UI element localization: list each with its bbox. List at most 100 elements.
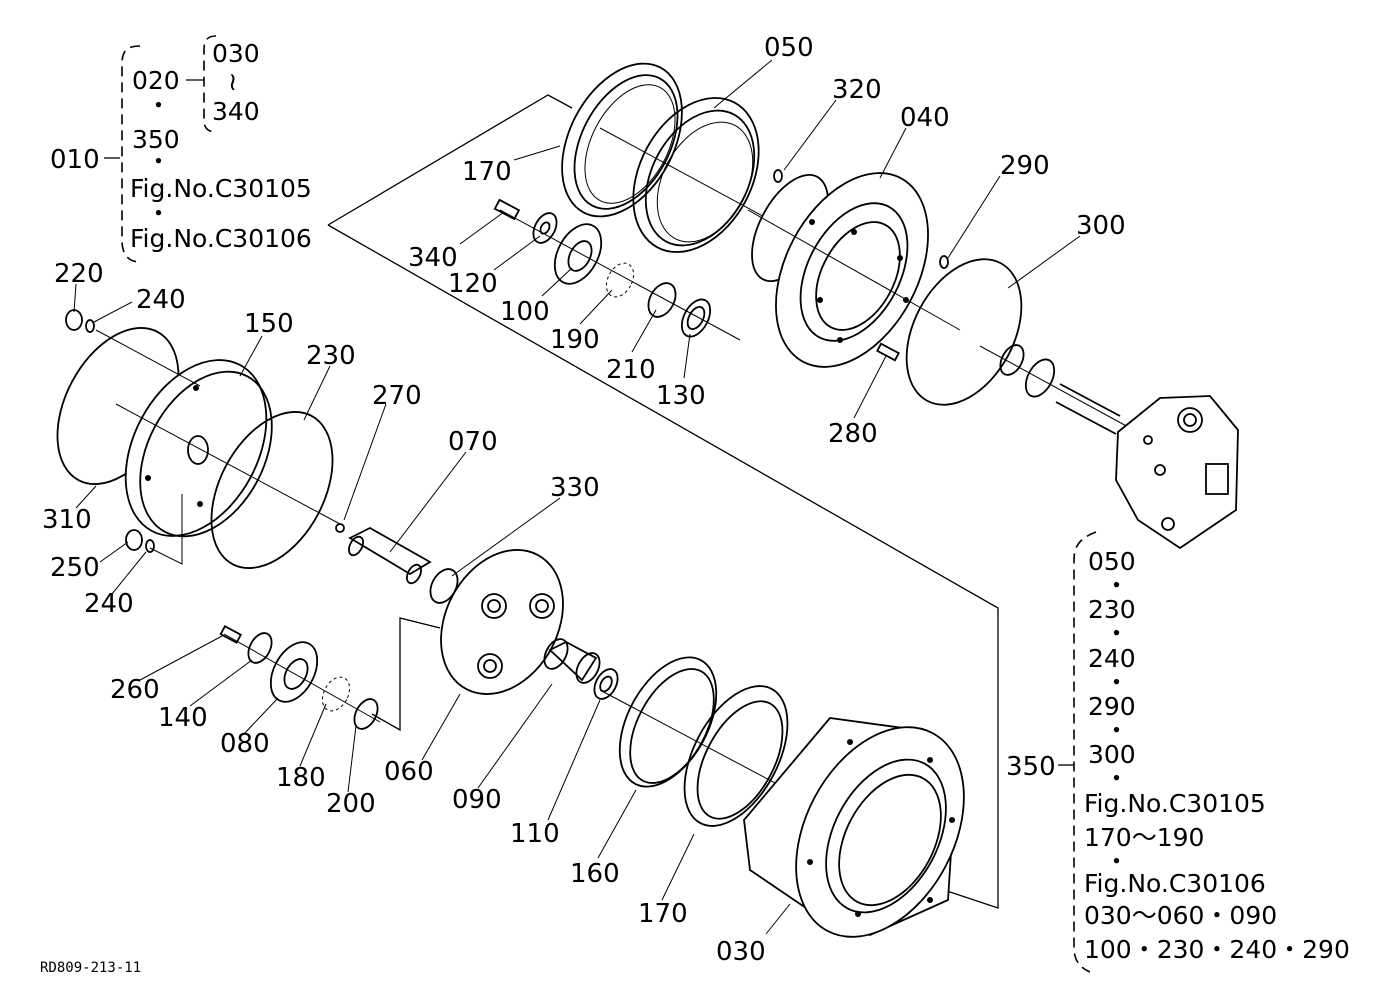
plug-220 [65, 309, 95, 333]
part-label-260: 260 [110, 675, 160, 705]
washer-140 [247, 632, 273, 664]
ring-160 [618, 656, 718, 788]
separator-dot: ・ [1104, 764, 1129, 793]
axis-line [599, 127, 771, 221]
part-label-290: 290 [1000, 151, 1050, 181]
part-label-110: 110 [510, 819, 560, 849]
kit-item: 240 [1088, 644, 1136, 673]
separator-dot: ・ [1104, 716, 1129, 745]
part-label-170-bottom: 170 [638, 899, 688, 929]
part-label-280: 280 [828, 419, 878, 449]
planetary-carrier-060 [440, 549, 564, 695]
ball-270 [335, 523, 345, 533]
plug-320 [773, 169, 783, 183]
kit-item: 030～060・090 [1084, 901, 1277, 930]
part-label-220: 220 [54, 259, 104, 289]
drum-housing-030 [743, 717, 965, 938]
kit-item: 290 [1088, 692, 1136, 721]
kit-item: Fig.No.C30105 [1084, 789, 1266, 818]
leader-lines [73, 59, 1081, 935]
part-label-120: 120 [448, 269, 498, 299]
figure-reference: RD809-213-11 [40, 960, 141, 976]
separator-dot: ・ [1104, 847, 1129, 876]
fig-ref-c30105: Fig.No.C30105 [130, 174, 312, 203]
bearing-170-top [561, 62, 683, 218]
leader-line [149, 494, 183, 565]
axis-line [499, 209, 741, 341]
part-label-270: 270 [372, 381, 422, 411]
part-label-330: 330 [550, 473, 600, 503]
part-label-040: 040 [900, 103, 950, 133]
bolt-260 [219, 625, 243, 644]
kit-350-bracket [1058, 531, 1097, 973]
plug-250 [125, 529, 155, 553]
separator-dot: ・ [146, 199, 171, 228]
axis-line [115, 403, 341, 525]
part-label-310: 310 [42, 505, 92, 535]
thrust-washer-130 [680, 298, 712, 338]
part-label-210: 210 [606, 355, 656, 385]
part-label-320: 320 [832, 75, 882, 105]
part-label-130: 130 [656, 381, 706, 411]
sun-gear-090 [543, 638, 601, 684]
separator-dot: ・ [146, 147, 171, 176]
separator-dot: ・ [146, 91, 171, 120]
group-outline-lower [327, 224, 999, 909]
kit-item: Fig.No.C30106 [1084, 869, 1266, 898]
part-label-250: 250 [50, 553, 100, 583]
part-label-010: 010 [50, 145, 100, 175]
kit-item: 100・230・240・290 [1084, 935, 1350, 964]
part-label-070: 070 [448, 427, 498, 457]
shaft-070 [348, 526, 432, 585]
part-label-090: 090 [452, 785, 502, 815]
needle-bearing-190 [605, 262, 635, 298]
part-label-140: 140 [158, 703, 208, 733]
range-tilde: ≀ [228, 67, 237, 96]
kit-item: 170～190 [1084, 823, 1204, 852]
part-label-340-ref: 340 [212, 97, 260, 126]
thrust-washer-110 [593, 668, 619, 700]
collar-210 [647, 282, 677, 318]
bearing-170-bottom [683, 685, 789, 827]
part-label-170-top: 170 [462, 157, 512, 187]
part-label-030-ref: 030 [212, 39, 260, 68]
part-label-350-ref: 350 [132, 125, 180, 154]
part-label-230: 230 [306, 341, 356, 371]
motor-bearings [979, 344, 1131, 435]
part-label-150: 150 [244, 309, 294, 339]
o-ring-290 [939, 255, 949, 269]
part-label-340: 340 [408, 243, 458, 273]
part-label-080: 080 [220, 729, 270, 759]
part-label-190: 190 [550, 325, 600, 355]
motor-hub-040 [751, 172, 929, 368]
group-outline-upper [327, 94, 573, 226]
part-label-020: 020 [132, 66, 180, 95]
part-label-160: 160 [570, 859, 620, 889]
part-label-060: 060 [384, 757, 434, 787]
part-label-050: 050 [764, 33, 814, 63]
planetary-gear-100 [553, 223, 603, 285]
part-label-240-top: 240 [136, 285, 186, 315]
floating-seal-050 [632, 97, 760, 253]
fig-ref-c30106: Fig.No.C30106 [130, 224, 312, 253]
kit-350-list: 050 ・ 230 ・ 240 ・ 290 ・ 300 ・ Fig.No.C30… [1084, 547, 1350, 964]
part-label-100: 100 [500, 297, 550, 327]
part-label-240-bottom: 240 [84, 589, 134, 619]
kit-item: 230 [1088, 595, 1136, 624]
part-label-200: 200 [326, 789, 376, 819]
needle-bearing-180 [321, 676, 351, 712]
axis-line [747, 209, 961, 331]
o-ring-230 [210, 411, 334, 569]
axis-line [223, 633, 381, 723]
part-label-180: 180 [276, 763, 326, 793]
kit-item: 050 [1088, 547, 1136, 576]
pin-280 [876, 342, 900, 362]
part-label-030: 030 [716, 937, 766, 967]
part-label-300: 300 [1076, 211, 1126, 241]
separator-dot: ・ [1104, 571, 1129, 600]
part-label-350: 350 [1006, 752, 1056, 782]
group-outline-carrier [371, 617, 441, 732]
axis-line [95, 329, 201, 387]
kit-item: 300 [1088, 740, 1136, 769]
